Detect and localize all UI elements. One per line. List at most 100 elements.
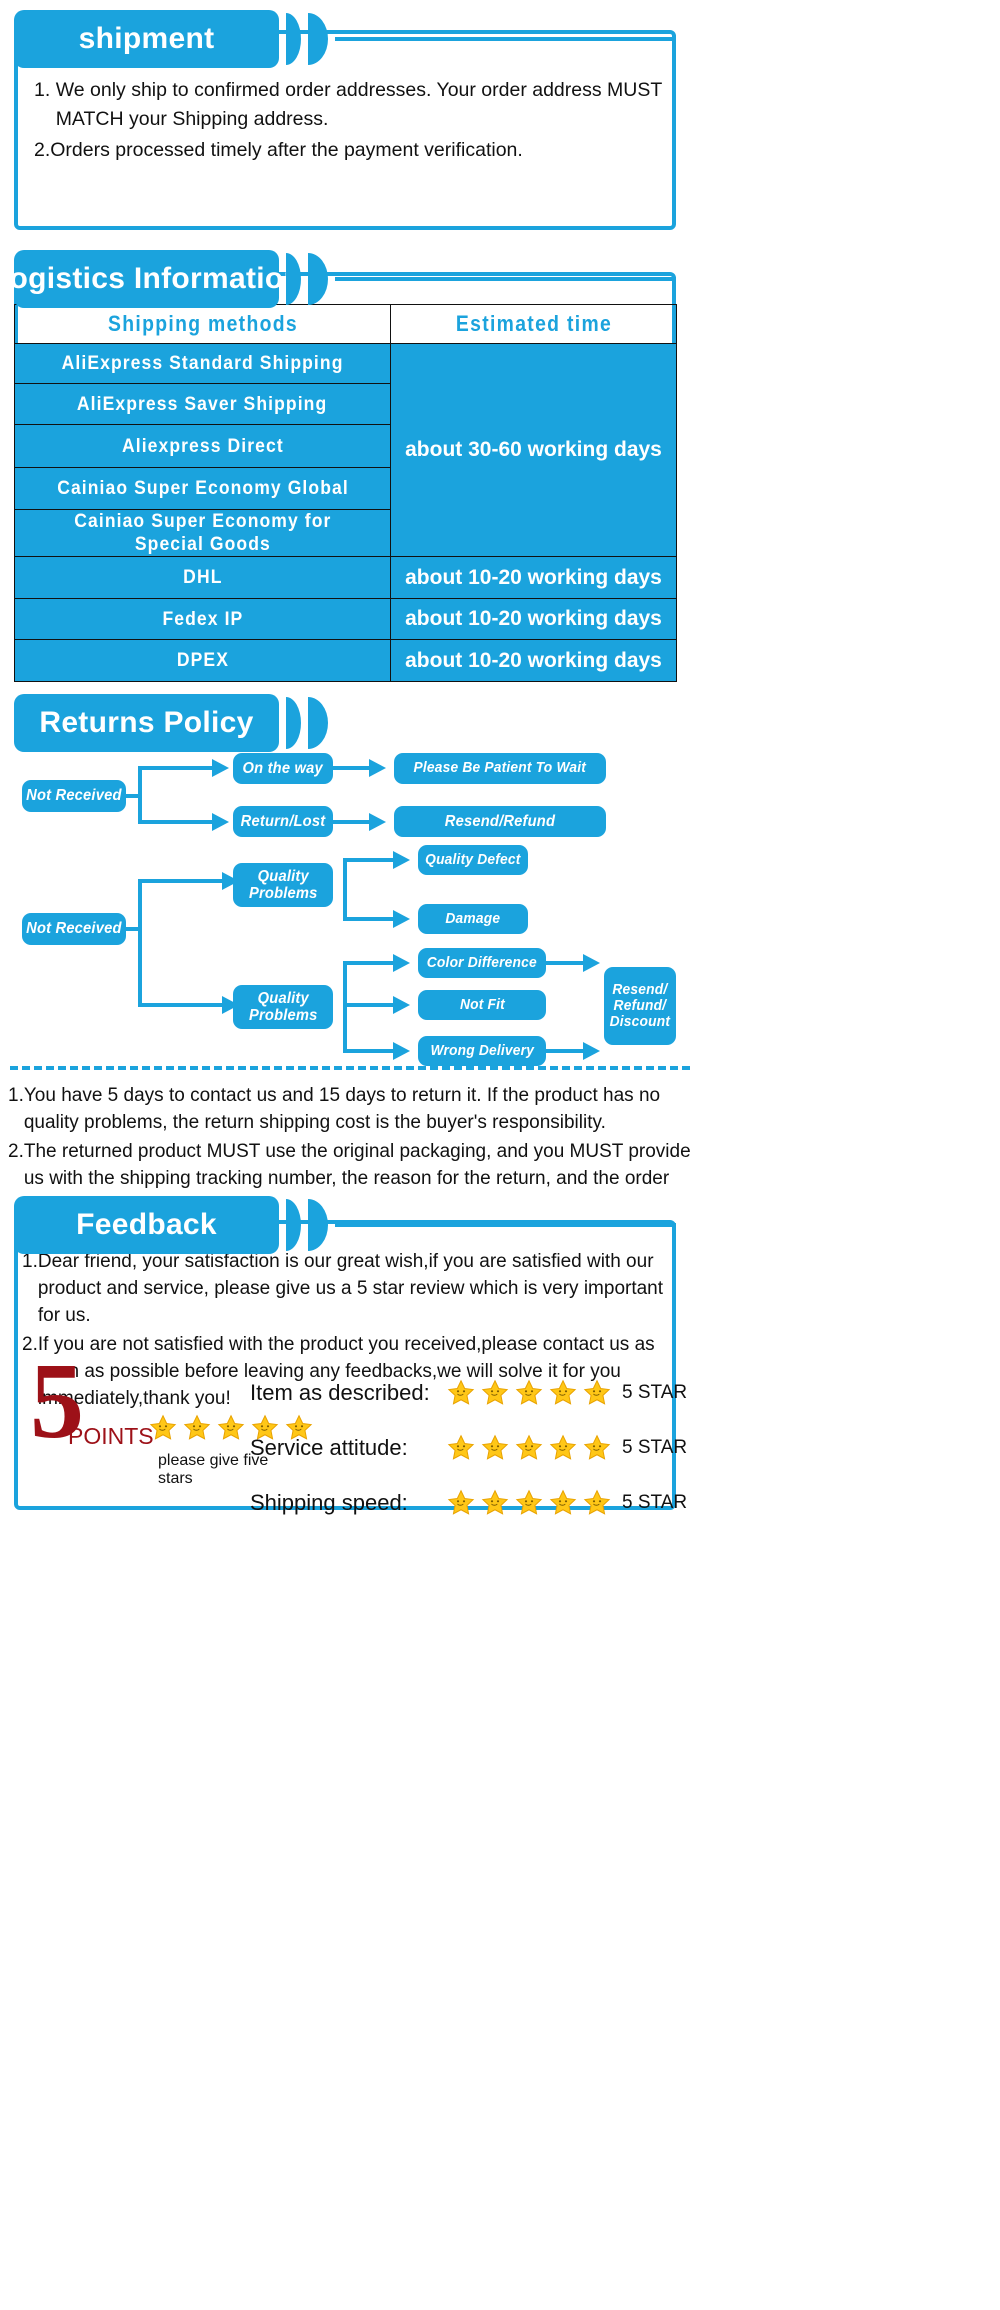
returns-title: Returns Policy xyxy=(39,706,254,739)
table-row: Aliexpress Direct xyxy=(14,424,677,468)
star-icon xyxy=(480,1378,510,1408)
flow-line xyxy=(138,820,216,824)
rating-tag: 5 STAR xyxy=(622,1492,688,1513)
star-icon xyxy=(514,1488,544,1518)
logistics-title: Logistics Information xyxy=(0,262,303,295)
list-item-number: 2. xyxy=(22,1334,38,1355)
flow-line xyxy=(126,794,142,798)
rating-stars xyxy=(446,1378,612,1408)
table-row: AliExpress Saver Shipping xyxy=(14,383,677,425)
feedback-list: 1. Dear friend, your satisfaction is our… xyxy=(22,1248,678,1414)
flow-arrow xyxy=(583,1042,600,1060)
flow-node-please-be-patient: Please Be Patient To Wait xyxy=(394,753,606,784)
cell-shipping-method: DHL xyxy=(14,556,391,599)
star-icon xyxy=(582,1378,612,1408)
rating-label: Item as described: xyxy=(250,1380,430,1405)
flow-line xyxy=(333,820,373,824)
list-item-number: 1. xyxy=(8,1085,24,1106)
flow-line xyxy=(138,766,216,770)
shipment-banner: shipment xyxy=(14,10,676,68)
cell-shipping-method: AliExpress Saver Shipping xyxy=(14,383,391,425)
flow-line xyxy=(333,766,373,770)
flow-arrow xyxy=(393,910,410,928)
flow-node-color-difference: Color Difference xyxy=(418,948,546,978)
flow-arrow xyxy=(212,813,229,831)
star-icon xyxy=(446,1433,476,1463)
logistics-table-body: AliExpress Standard Shipping about 30-60… xyxy=(14,343,677,682)
list-item: 1. Dear friend, your satisfaction is our… xyxy=(22,1248,678,1329)
five-points-badge: 5 POINTS please give five stars xyxy=(0,1348,313,1487)
list-item: 2. If you are not satisfied with the pro… xyxy=(22,1331,678,1412)
star-icon xyxy=(548,1488,578,1518)
cell-shipping-method: DPEX xyxy=(14,639,391,682)
banner-decor-shape-1 xyxy=(286,697,301,749)
flow-line xyxy=(343,1049,397,1053)
flow-node-quality-problems-a: Quality Problems xyxy=(233,863,333,907)
rating-stars xyxy=(446,1488,612,1518)
banner-rule xyxy=(335,37,676,41)
flow-arrow xyxy=(393,1042,410,1060)
star-icon xyxy=(446,1378,476,1408)
flow-line xyxy=(126,927,142,931)
returns-title-pill: Returns Policy xyxy=(14,694,279,752)
list-item-number: 2. xyxy=(34,139,51,161)
column-header-estimated-time: Estimated time xyxy=(407,304,660,344)
feedback-card xyxy=(14,1220,676,1510)
flow-line xyxy=(343,858,347,921)
banner-decor-shape-1 xyxy=(286,253,301,305)
star-icon xyxy=(480,1488,510,1518)
star-icon xyxy=(514,1433,544,1463)
cell-estimated-time: about 10-20 working days xyxy=(390,639,677,682)
cell-shipping-method: AliExpress Standard Shipping xyxy=(14,343,391,384)
five-points-stars xyxy=(148,1413,314,1443)
flow-arrow xyxy=(369,813,386,831)
five-points-caption: please give five stars xyxy=(158,1452,269,1487)
flow-node-damage: Damage xyxy=(418,904,528,934)
rating-tag: 5 STAR xyxy=(622,1382,688,1403)
rating-row-service-attitude: Service attitude: 5 STAR xyxy=(250,1433,687,1463)
returns-notes: 1. You have 5 days to contact us and 15 … xyxy=(8,1082,692,1221)
list-item-text: We only ship to confirmed order addresse… xyxy=(55,79,662,130)
flow-line xyxy=(343,858,397,862)
star-icon xyxy=(582,1433,612,1463)
flow-line xyxy=(343,961,347,1053)
shipment-title-pill: shipment xyxy=(14,10,279,68)
flow-arrow xyxy=(369,759,386,777)
cell-shipping-method: Fedex IP xyxy=(14,598,391,640)
list-item: 2. The returned product MUST use the ori… xyxy=(8,1138,692,1219)
flow-arrow xyxy=(583,954,600,972)
cell-shipping-method: Aliexpress Direct xyxy=(14,424,391,468)
column-header-shipping-methods: Shipping methods xyxy=(36,304,369,344)
star-icon xyxy=(148,1413,178,1443)
logistics-table: Shipping methods Estimated time AliExpre… xyxy=(14,304,677,682)
shipment-title: shipment xyxy=(78,22,215,55)
banner-decor-shape-2 xyxy=(308,1199,328,1251)
flow-line xyxy=(343,917,397,921)
list-item: 1. We only ship to confirmed order addre… xyxy=(34,76,664,134)
feedback-banner: Feedback xyxy=(14,1196,676,1254)
table-row: Fedex IP about 10-20 working days xyxy=(14,598,677,640)
section-divider xyxy=(10,1066,690,1070)
star-icon xyxy=(182,1413,212,1443)
banner-decor-shape-1 xyxy=(286,1199,301,1251)
cell-shipping-method: Cainiao Super Economy for Special Goods xyxy=(14,509,391,557)
logistics-banner: Logistics Information xyxy=(0,250,676,308)
star-icon xyxy=(284,1413,314,1443)
banner-decor-shape-2 xyxy=(308,13,328,65)
rating-label: Shipping speed: xyxy=(250,1490,408,1515)
five-points-word: POINTS xyxy=(68,1423,154,1449)
banner-rule xyxy=(335,1223,676,1227)
flow-node-not-fit: Not Fit xyxy=(418,990,546,1020)
star-icon xyxy=(582,1488,612,1518)
flow-line xyxy=(546,961,594,965)
flow-line xyxy=(343,961,397,965)
flow-node-resend-refund-discount: Resend/ Refund/ Discount xyxy=(604,967,676,1045)
returns-banner: Returns Policy xyxy=(14,694,676,752)
flow-node-quality-defect: Quality Defect xyxy=(418,845,528,875)
list-item-text: Dear friend, your satisfaction is our gr… xyxy=(37,1251,664,1326)
cell-estimated-time: about 10-20 working days xyxy=(390,598,677,640)
table-row: DHL about 10-20 working days xyxy=(14,556,677,599)
rating-row-item-as-described: Item as described: 5 STAR xyxy=(250,1378,687,1408)
cell-shipping-method: Cainiao Super Economy Global xyxy=(14,467,391,510)
rating-stars xyxy=(446,1433,612,1463)
